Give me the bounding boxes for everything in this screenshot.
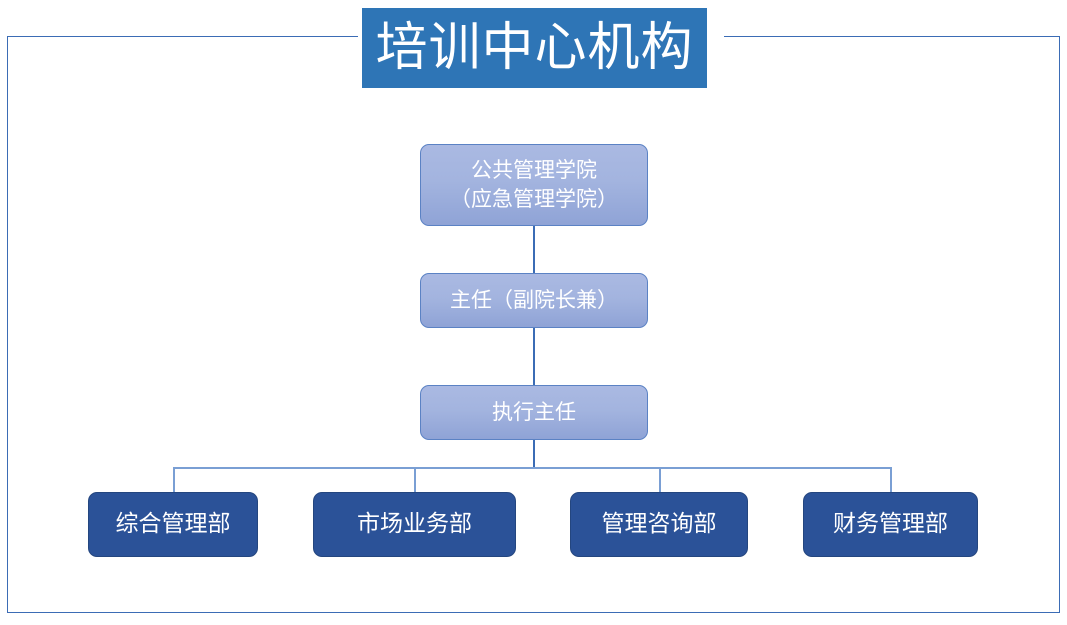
node-department-general-management-label: 综合管理部 — [115, 511, 231, 537]
node-department-management-consulting-label: 管理咨询部 — [601, 511, 717, 537]
node-college-label-line1: 公共管理学院 — [471, 158, 597, 183]
node-executive-director-label: 执行主任 — [492, 400, 576, 425]
connector-drop-dept-3 — [890, 467, 892, 493]
node-department-management-consulting[interactable]: 管理咨询部 — [570, 492, 748, 557]
node-department-market-business-label: 市场业务部 — [357, 511, 472, 537]
node-college-label-line2: （应急管理学院） — [450, 187, 618, 211]
node-department-financial-management-label: 财务管理部 — [833, 511, 948, 537]
node-department-general-management[interactable]: 综合管理部 — [88, 492, 258, 557]
connector-director-to-exec — [533, 328, 535, 385]
connector-drop-dept-1 — [414, 467, 416, 493]
connector-college-to-director — [533, 226, 535, 273]
chart-title-banner: 培训中心机构 — [362, 8, 707, 88]
connector-exec-to-bus — [533, 440, 535, 468]
connector-drop-dept-0 — [173, 467, 175, 493]
node-director[interactable]: 主任（副院长兼） — [420, 273, 648, 328]
node-college[interactable]: 公共管理学院 （应急管理学院） — [420, 144, 648, 226]
node-director-label: 主任（副院长兼） — [450, 288, 618, 313]
node-department-financial-management[interactable]: 财务管理部 — [803, 492, 978, 557]
node-department-market-business[interactable]: 市场业务部 — [313, 492, 516, 557]
node-executive-director[interactable]: 执行主任 — [420, 385, 648, 440]
chart-title-text: 培训中心机构 — [375, 18, 694, 78]
connector-horizontal-bus — [173, 467, 892, 469]
connector-drop-dept-2 — [659, 467, 661, 493]
